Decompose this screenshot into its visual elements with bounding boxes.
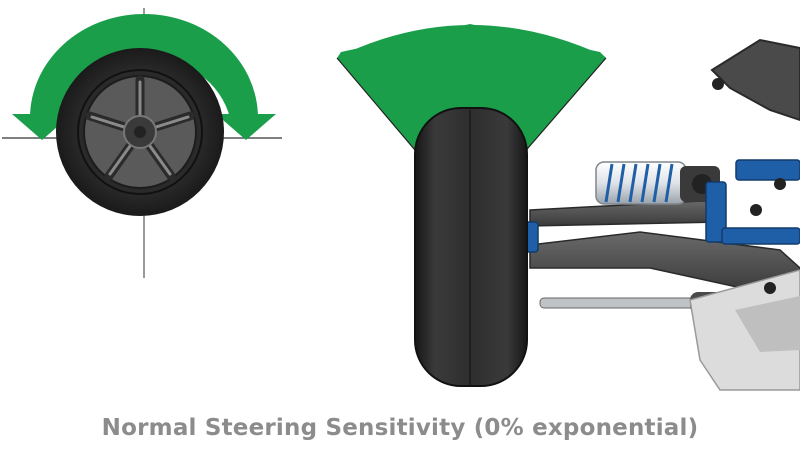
wheel-front-view-icon [56,48,224,216]
front-suspension-view [336,24,800,391]
steering-block [523,159,800,253]
shock-absorber-icon [595,161,720,205]
diagram-caption: Normal Steering Sensitivity (0% exponent… [101,415,699,441]
tire-front-view-icon [414,107,528,387]
wheel-side-view [2,8,282,278]
suspension-arm-icon [529,38,800,391]
